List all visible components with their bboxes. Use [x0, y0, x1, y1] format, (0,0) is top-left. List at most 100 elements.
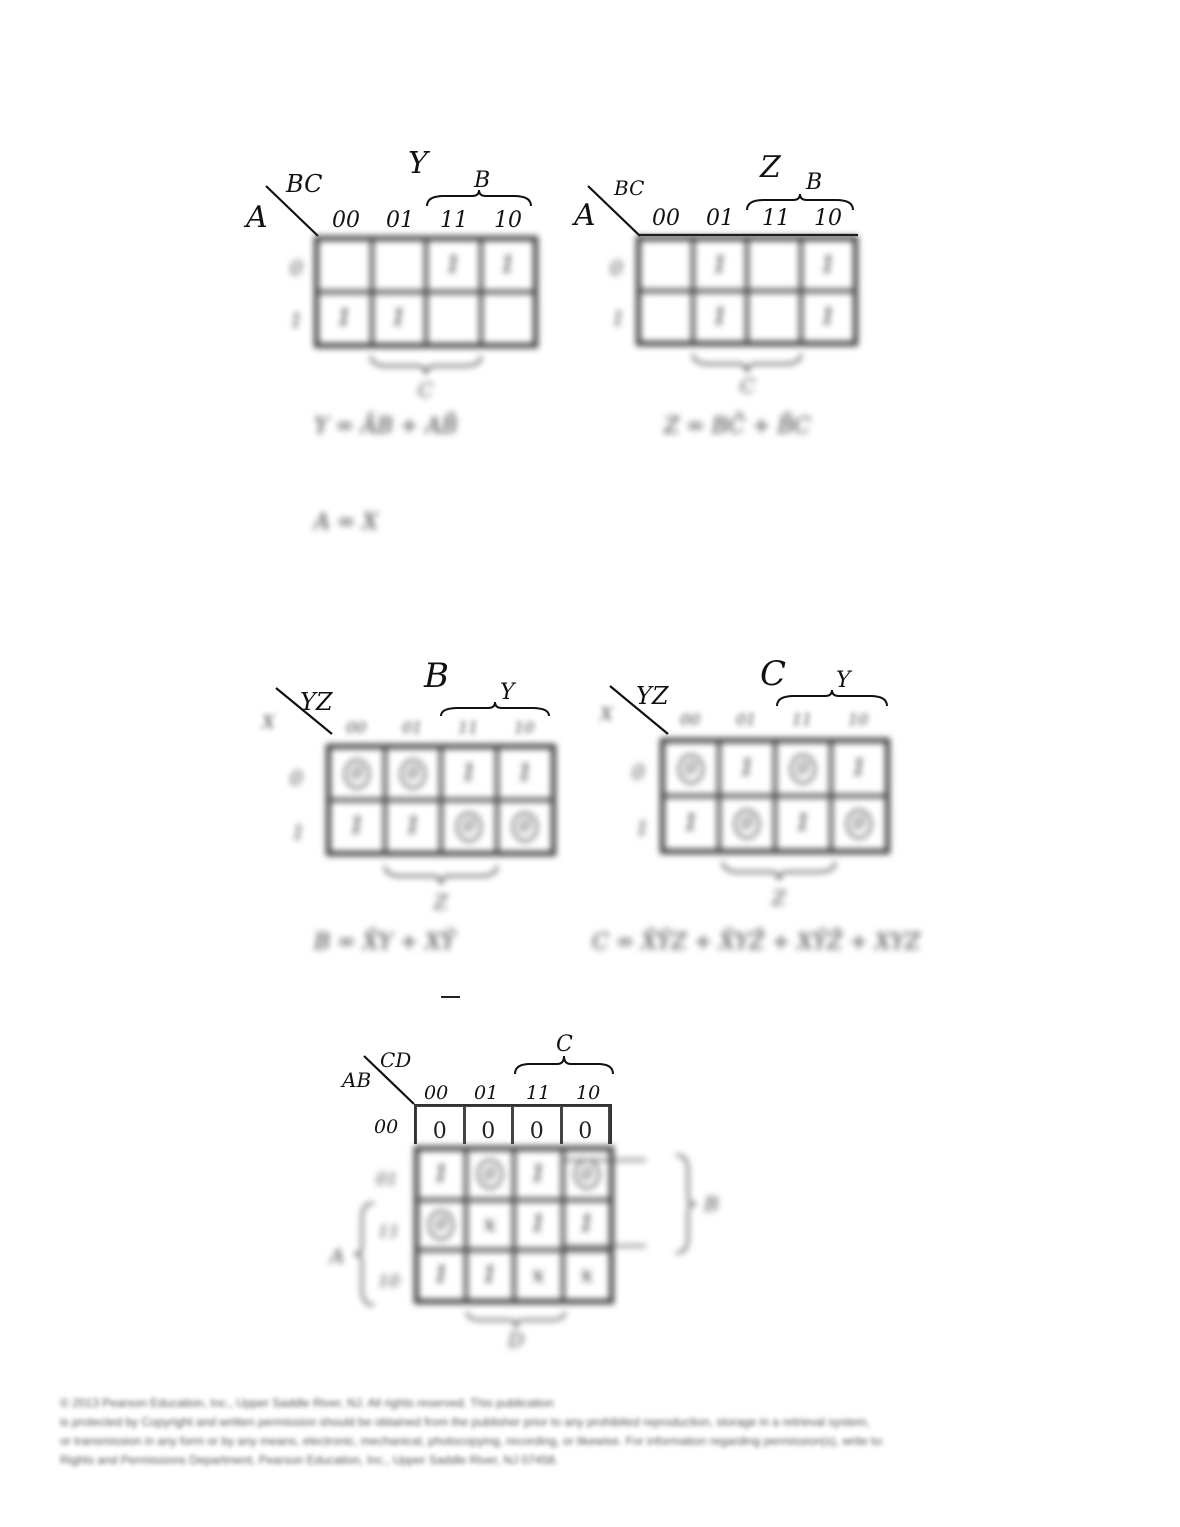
kmap-z-brace-top-label: B: [806, 170, 823, 195]
kmap-c-cell: 1: [663, 796, 719, 851]
kmap-z-diagonal: [587, 185, 641, 237]
kmap-z-equation: Z = BC̄ + B̄C: [664, 414, 811, 439]
kmap-b-col-header-3: 10: [514, 718, 535, 737]
kmap-y-brace-top-label: B: [474, 168, 491, 193]
kmap-z-col-header-1: 01: [706, 206, 734, 231]
kmap-z-grid: 1 1 1 1: [636, 236, 858, 346]
kmap-b-cell-value: 0: [344, 758, 370, 789]
kmap-4-cell: 0: [465, 1149, 514, 1200]
kmap-4-left-brace: [353, 1202, 375, 1306]
kmap-b-col-header-1: 01: [402, 718, 423, 737]
kmap-y-cell: [317, 239, 372, 292]
kmap-4-cell: 1: [417, 1149, 466, 1200]
kmap-y-cell: 1: [371, 292, 426, 345]
kmap-b-cell-value: 0: [400, 758, 426, 789]
kmap-4-cell: x: [465, 1199, 514, 1251]
kmap-b-bottom-brace: [384, 865, 498, 885]
kmap-4-group-lines: [564, 1159, 646, 1247]
kmap-c-bottom-brace: [722, 861, 836, 881]
kmap-4-cell: x: [562, 1250, 611, 1301]
stray-mark: [441, 996, 460, 998]
kmap-c-top-brace: [776, 689, 888, 707]
kmap-4-brace-top-label: C: [556, 1032, 573, 1057]
kmap-b-cell: 1: [329, 800, 385, 853]
kmap-y-col-header-3: 10: [494, 208, 522, 233]
kmap-4-cell: 0: [561, 1106, 610, 1144]
kmap-z-col-header-2: 11: [762, 206, 790, 231]
kmap-4-col-header-2: 11: [526, 1082, 551, 1104]
kmap-c-cell: 0: [831, 796, 887, 851]
kmap-y-col-header-2: 11: [440, 208, 468, 233]
kmap-z-cell: 1: [693, 291, 747, 343]
kmap-z-cell: [639, 291, 693, 343]
kmap-z-brace-bottom-label: C: [740, 374, 756, 398]
kmap-z-row-var: A: [574, 198, 596, 233]
kmap-y-cell: 1: [426, 239, 481, 292]
kmap-c-cell: 1: [719, 741, 775, 796]
footer-line-3: or transmission in any form or by any me…: [60, 1434, 885, 1448]
kmap-c-cell-value: 0: [790, 753, 816, 784]
kmap-y-equation: Y = ĀB + AB̄: [314, 414, 458, 439]
kmap-4-cell: 1: [562, 1199, 611, 1251]
kmap-4-row-header-2: 11: [378, 1222, 400, 1242]
kmap-c-diagonal: [609, 685, 669, 735]
kmap-4-col-header-3: 10: [576, 1082, 601, 1104]
kmap-c-cell: 0: [663, 741, 719, 796]
kmap-4-cell-value: 0: [428, 1209, 455, 1240]
kmap-z-cell: 1: [801, 239, 855, 291]
kmap-c-cell: 0: [719, 796, 775, 851]
kmap-b-cell: 0: [497, 800, 553, 853]
kmap-c-row-header-0: 0: [632, 760, 645, 784]
kmap-4-cell: 1: [417, 1250, 466, 1301]
kmap-4-top-brace: [514, 1055, 614, 1075]
kmap-4-grid-row0: 0 0 0 0: [414, 1104, 612, 1144]
kmap-b-col-header-0: 00: [346, 718, 367, 737]
kmap-c-cell: 1: [775, 796, 831, 851]
kmap-4-cell: 1: [514, 1149, 563, 1200]
kmap-z-title: Z: [760, 150, 781, 185]
kmap-z-header-line: [638, 233, 858, 237]
kmap-c-title: C: [760, 654, 787, 694]
footer-line-2: is protected by Copyright and written pe…: [60, 1415, 870, 1429]
kmap-c-col-header-0: 00: [680, 710, 701, 729]
kmap-4-cell: 0: [513, 1106, 562, 1144]
footer-line-4: Rights and Permissions Department, Pears…: [60, 1453, 559, 1467]
kmap-z-col-header-3: 10: [814, 206, 842, 231]
kmap-4-row-header-1: 01: [376, 1170, 398, 1190]
kmap-4-brace-left-label: A: [330, 1244, 345, 1268]
kmap-c-cell: 0: [775, 741, 831, 796]
kmap-c-col-header-2: 11: [792, 710, 813, 729]
kmap-b-brace-bottom-label: Z: [434, 890, 448, 914]
kmap-c-cell-value: 0: [678, 753, 704, 784]
kmap-y-row-var: A: [246, 200, 268, 235]
kmap-c-col-header-1: 01: [736, 710, 757, 729]
kmap-4-row-header-3: 10: [378, 1272, 400, 1292]
kmap-y-cell: [480, 292, 535, 345]
kmap-z-cell: [747, 239, 801, 291]
kmap-c-grid: 0 1 0 1 1 0 1 0: [660, 738, 890, 854]
kmap-z-cell: 1: [801, 291, 855, 343]
kmap-c-col-var: YZ: [636, 682, 669, 710]
kmap-b-brace-top-label: Y: [500, 680, 515, 705]
kmap-4-cell: 1: [465, 1250, 514, 1301]
footer-line-1: © 2013 Pearson Education, Inc., Upper Sa…: [60, 1396, 554, 1410]
kmap-c-cell-value: 0: [734, 808, 760, 839]
kmap-4-grid: 1 0 1 0 0 x 1 1 1 1 x x: [414, 1146, 614, 1304]
kmap-c-brace-top-label: Y: [836, 668, 851, 693]
kmap-4-bottom-brace: [466, 1311, 566, 1329]
kmap-y-cell: [426, 292, 481, 345]
kmap-y-cell: 1: [480, 239, 535, 292]
kmap-4-col-var: CD: [380, 1048, 412, 1072]
kmap-b-row-header-1: 1: [292, 820, 305, 844]
kmap-c-cell: 1: [831, 741, 887, 796]
kmap-c-row-var: X: [600, 704, 613, 725]
kmap-b-diagonal: [275, 687, 333, 735]
kmap-b-row-var: X: [262, 712, 275, 733]
kmap-c-equation: C = X̄ȲZ + X̄YZ̄ + XȲZ̄ + XYZ: [592, 930, 921, 955]
kmap-4-cell: 0: [416, 1106, 465, 1144]
kmap-4-cell: 0: [417, 1199, 466, 1251]
kmap-4-brace-bottom-label: D: [508, 1328, 525, 1352]
kmap-z-cell: 1: [693, 239, 747, 291]
kmap-4-cell: 1: [514, 1199, 563, 1251]
kmap-y-bottom-brace: [370, 355, 482, 375]
